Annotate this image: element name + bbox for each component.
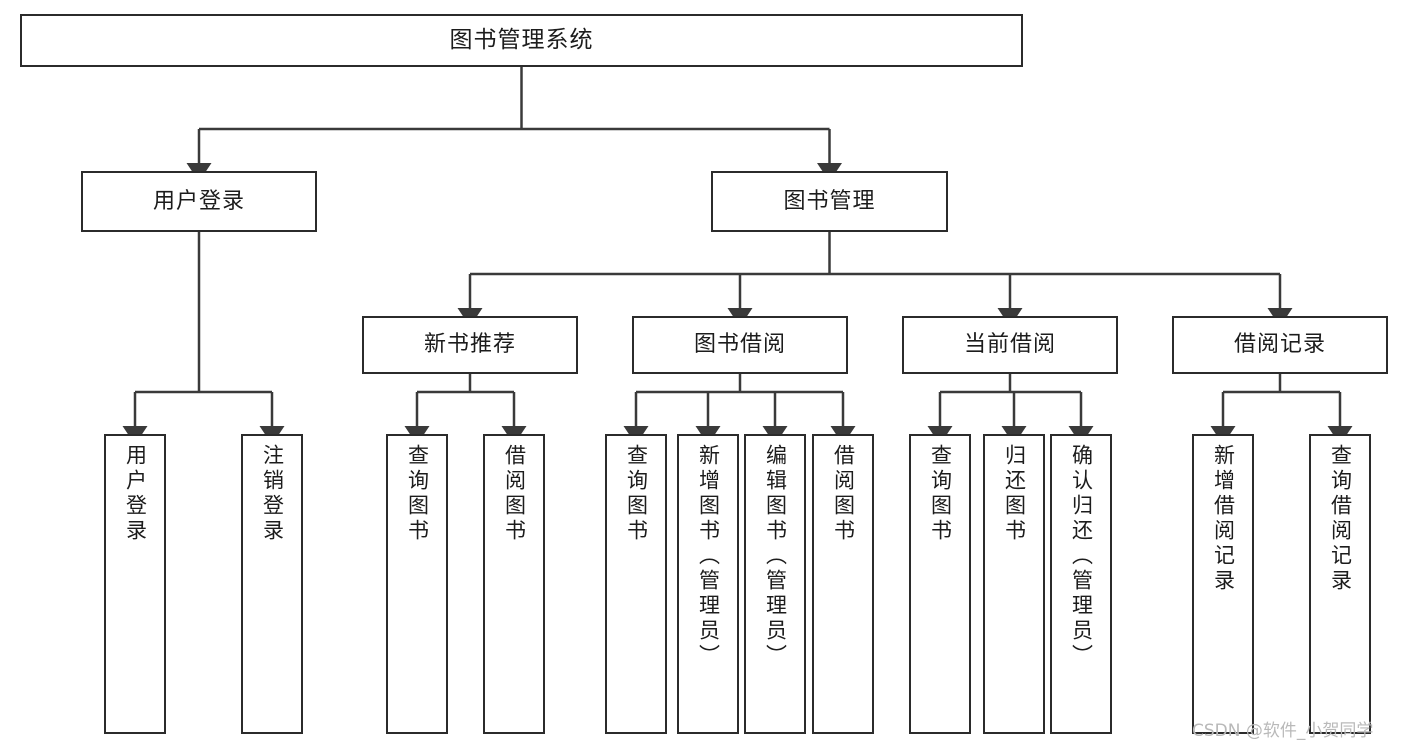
- node-label: 注销登录: [260, 444, 285, 544]
- node-label: 借阅图书: [502, 444, 527, 544]
- node-leaf-query-book-borrow[interactable]: 查询图书: [605, 434, 667, 734]
- node-label: 图书借阅: [693, 332, 786, 358]
- node-label: 查询图书: [624, 444, 649, 544]
- node-current-borrow[interactable]: 当前借阅: [902, 316, 1118, 374]
- node-leaf-confirm-return-admin[interactable]: 确认归还（管理员）: [1050, 434, 1112, 734]
- node-leaf-query-borrow-record[interactable]: 查询借阅记录: [1309, 434, 1371, 734]
- node-leaf-user-logout[interactable]: 注销登录: [241, 434, 303, 734]
- node-label: 查询借阅记录: [1328, 444, 1353, 594]
- node-user-login[interactable]: 用户登录: [81, 171, 317, 232]
- node-label: 新书推荐: [423, 332, 516, 358]
- node-new-book-recommend[interactable]: 新书推荐: [362, 316, 578, 374]
- node-borrow-record[interactable]: 借阅记录: [1172, 316, 1388, 374]
- node-leaf-query-book-rec[interactable]: 查询图书: [386, 434, 448, 734]
- node-label: 图书管理: [783, 188, 876, 214]
- node-label: 借阅记录: [1233, 332, 1326, 358]
- node-label: 新增图书（管理员）: [696, 444, 721, 669]
- node-leaf-user-login[interactable]: 用户登录: [104, 434, 166, 734]
- node-label: 查询图书: [405, 444, 430, 544]
- node-leaf-borrow-book[interactable]: 借阅图书: [812, 434, 874, 734]
- node-leaf-borrow-book-rec[interactable]: 借阅图书: [483, 434, 545, 734]
- node-leaf-add-borrow-record[interactable]: 新增借阅记录: [1192, 434, 1254, 734]
- node-label: 确认归还（管理员）: [1069, 444, 1094, 669]
- node-root[interactable]: 图书管理系统: [20, 14, 1023, 67]
- node-leaf-add-book-admin[interactable]: 新增图书（管理员）: [677, 434, 739, 734]
- edges: [122, 67, 1353, 445]
- node-label: 归还图书: [1002, 444, 1027, 544]
- node-leaf-query-book-cur[interactable]: 查询图书: [909, 434, 971, 734]
- node-label: 图书管理系统: [449, 26, 594, 53]
- node-label: 编辑图书（管理员）: [763, 444, 788, 669]
- node-label: 新增借阅记录: [1211, 444, 1236, 594]
- node-leaf-edit-book-admin[interactable]: 编辑图书（管理员）: [744, 434, 806, 734]
- node-label: 用户登录: [123, 444, 148, 544]
- node-label: 用户登录: [152, 188, 245, 214]
- node-label: 当前借阅: [963, 332, 1056, 358]
- node-book-borrow[interactable]: 图书借阅: [632, 316, 848, 374]
- node-label: 查询图书: [928, 444, 953, 544]
- node-label: 借阅图书: [831, 444, 856, 544]
- csdn-watermark: CSDN @软件_小贺同学: [1192, 721, 1374, 741]
- node-leaf-return-book[interactable]: 归还图书: [983, 434, 1045, 734]
- node-book-manage[interactable]: 图书管理: [711, 171, 948, 232]
